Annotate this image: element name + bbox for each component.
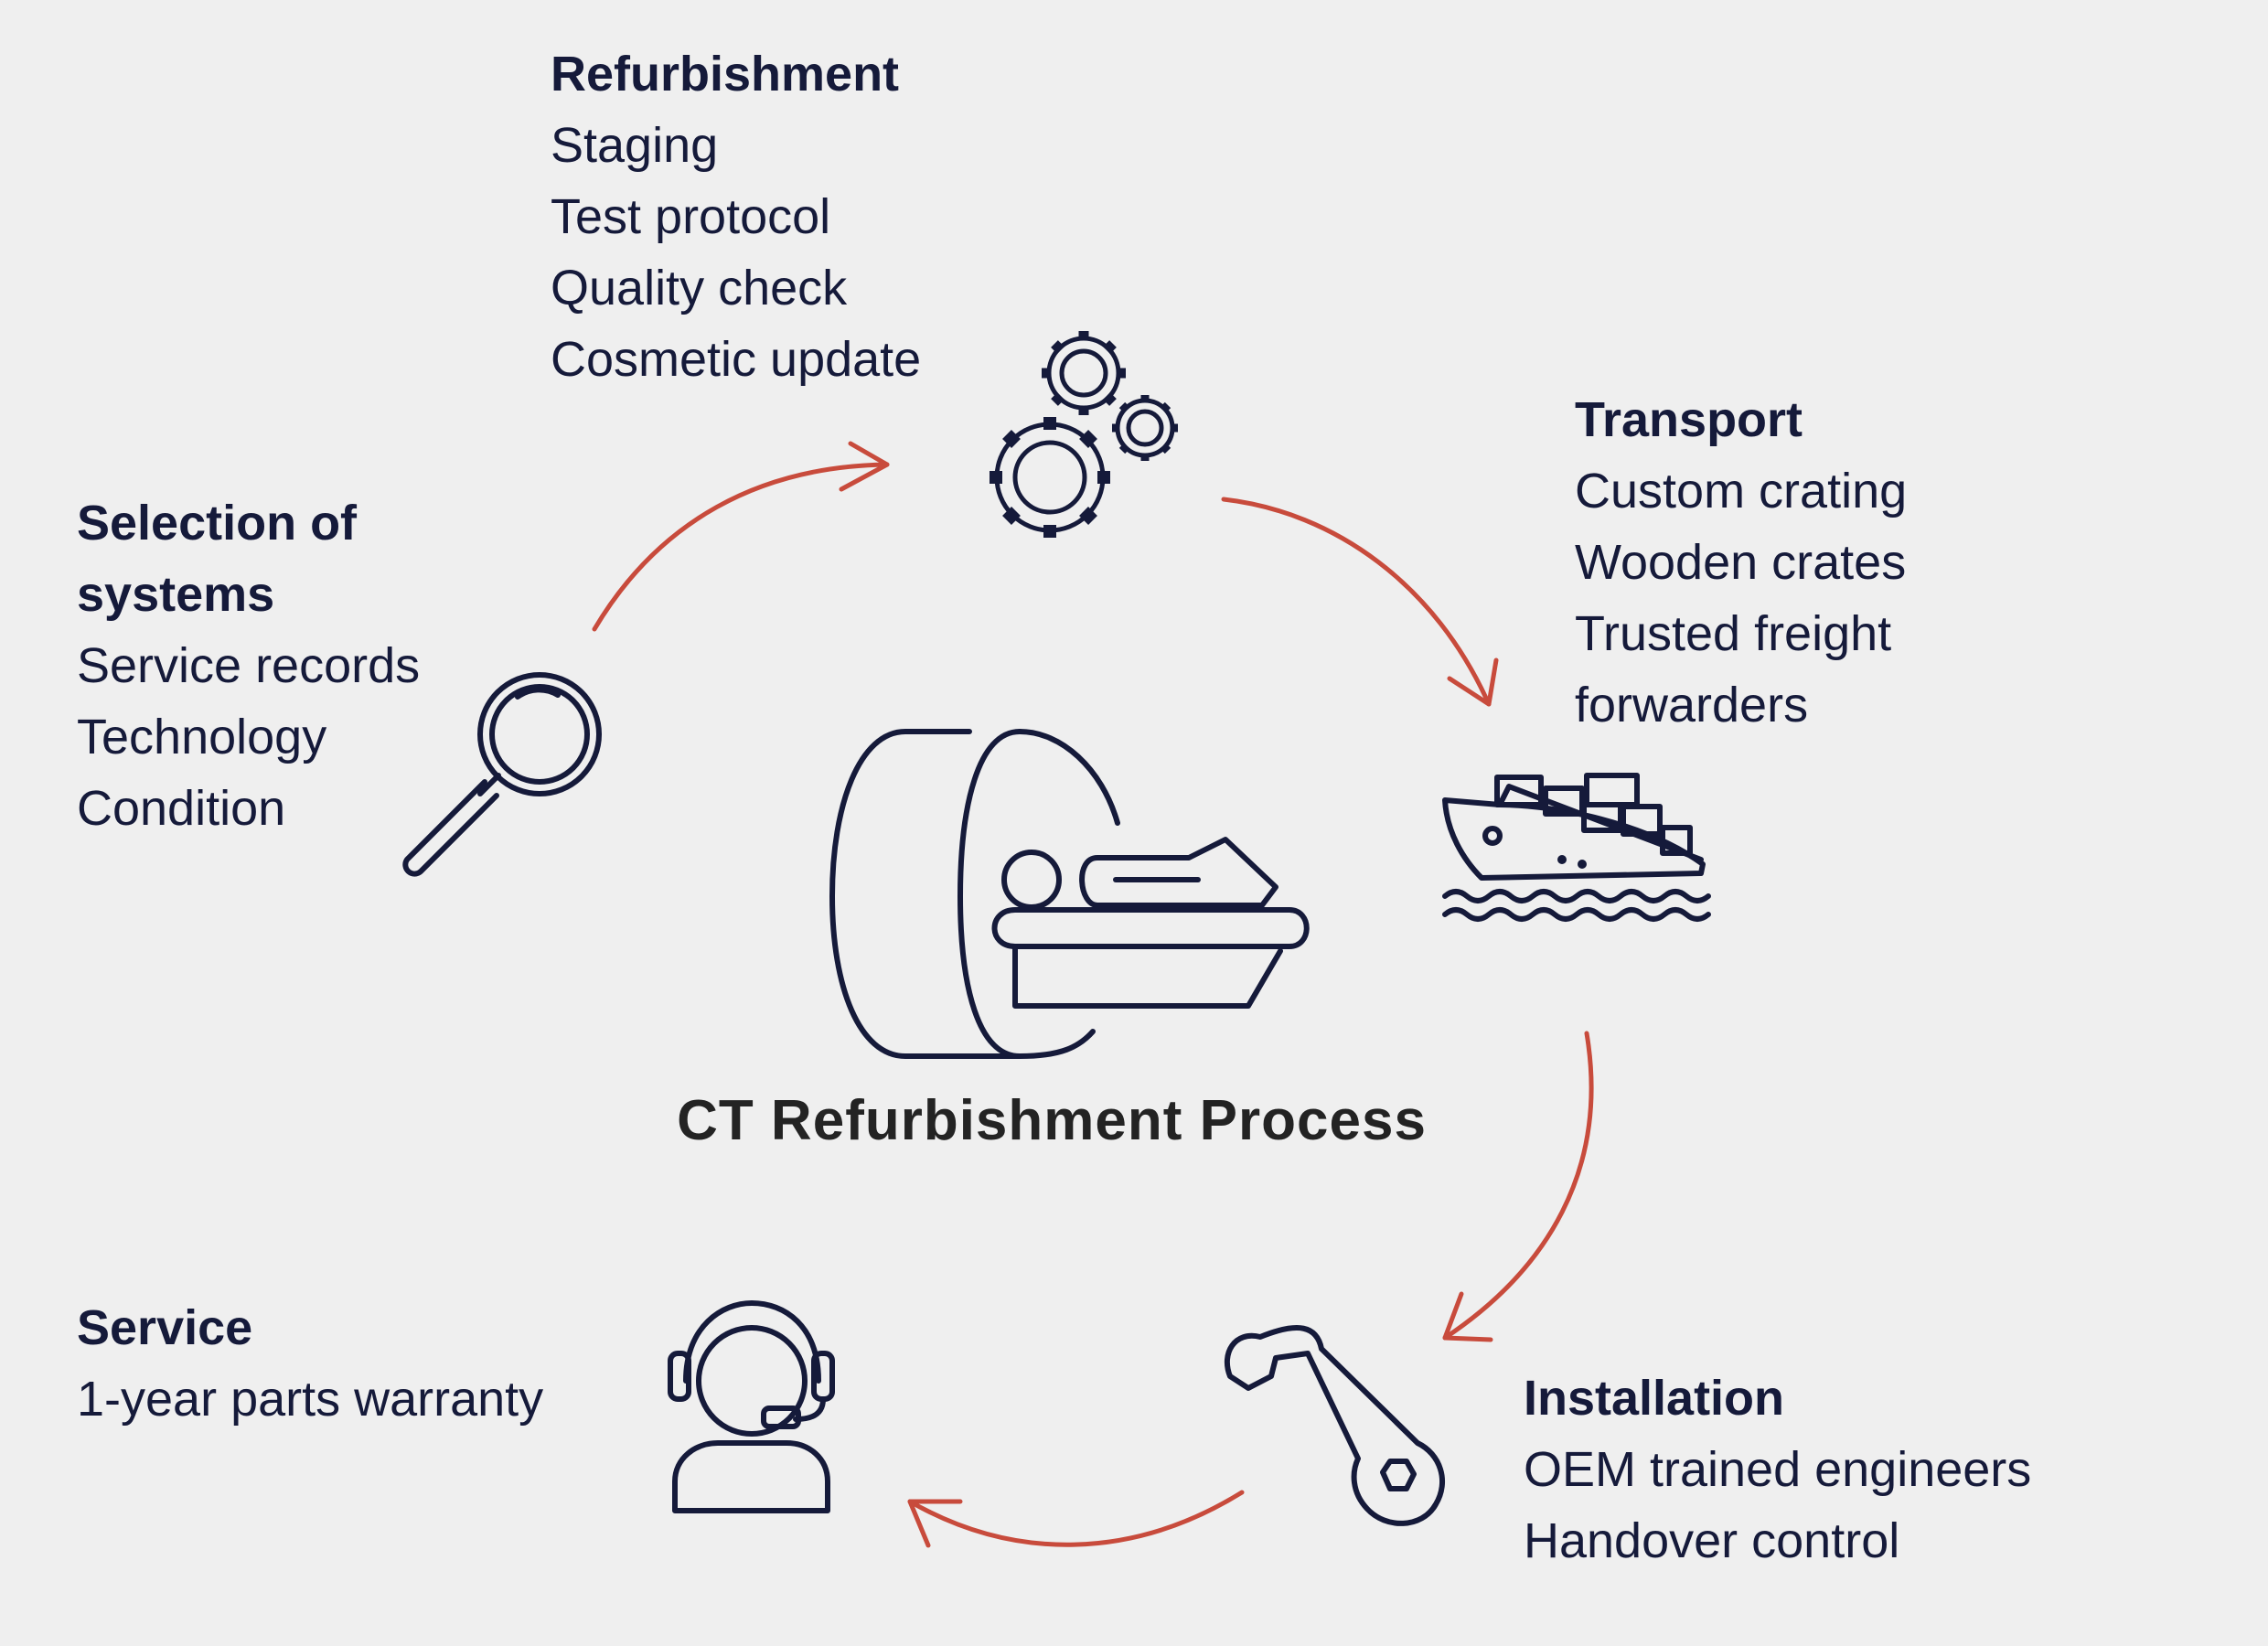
- stage-item: Test protocol: [551, 189, 831, 244]
- stage-heading: Selection of: [77, 496, 358, 550]
- stage-item: OEM trained engineers: [1524, 1442, 2032, 1497]
- stage-item: Service records: [77, 638, 421, 693]
- headset-agent-icon: [668, 1300, 835, 1513]
- stage-item: Cosmetic update: [551, 332, 922, 387]
- magnifier-icon: [402, 672, 602, 877]
- gears-icon: [990, 331, 1178, 538]
- stage-heading: Installation: [1524, 1371, 1785, 1426]
- flow-arrows: [592, 441, 1594, 1548]
- stage-item: forwarders: [1575, 678, 1809, 732]
- stage-item: Technology: [77, 710, 327, 764]
- stage-item: Trusted freight: [1575, 606, 1892, 661]
- gear-top-icon: [1042, 331, 1126, 415]
- stage-item: 1-year parts warranty: [77, 1372, 544, 1427]
- stage-installation: Installation OEM trained engineers Hando…: [1524, 1363, 2031, 1577]
- stage-transport: Transport Custom crating Wooden crates T…: [1575, 384, 1907, 741]
- stage-heading: Refurbishment: [551, 47, 900, 102]
- stage-heading: Service: [77, 1300, 253, 1355]
- stage-service: Service 1-year parts warranty: [77, 1292, 543, 1435]
- stage-item: Staging: [551, 118, 719, 173]
- stage-item: Wooden crates: [1575, 535, 1907, 590]
- arrow-installation-to-service: [907, 1490, 1245, 1548]
- stage-item: Quality check: [551, 261, 848, 315]
- stage-item: Condition: [77, 781, 286, 836]
- stage-item: Custom crating: [1575, 464, 1908, 518]
- arrow-selection-to-refurbishment: [592, 441, 890, 632]
- wrench-icon: [1224, 1325, 1446, 1526]
- diagram-title: CT Refurbishment Process: [677, 1089, 1427, 1152]
- gear-large-icon: [990, 417, 1110, 538]
- ct-scanner-icon: [829, 729, 1310, 1059]
- arrow-refurbishment-to-transport: [1221, 497, 1499, 707]
- gear-small-icon: [1112, 395, 1178, 461]
- stage-refurbishment: Refurbishment Staging Test protocol Qual…: [551, 38, 921, 395]
- stage-heading: Transport: [1575, 392, 1803, 447]
- stage-selection: Selection of systems Service records Tec…: [77, 487, 420, 844]
- stage-item: Handover control: [1524, 1513, 1900, 1568]
- stage-heading: systems: [77, 567, 275, 622]
- arrow-transport-to-installation: [1442, 1031, 1594, 1342]
- cargo-ship-icon: [1442, 773, 1711, 922]
